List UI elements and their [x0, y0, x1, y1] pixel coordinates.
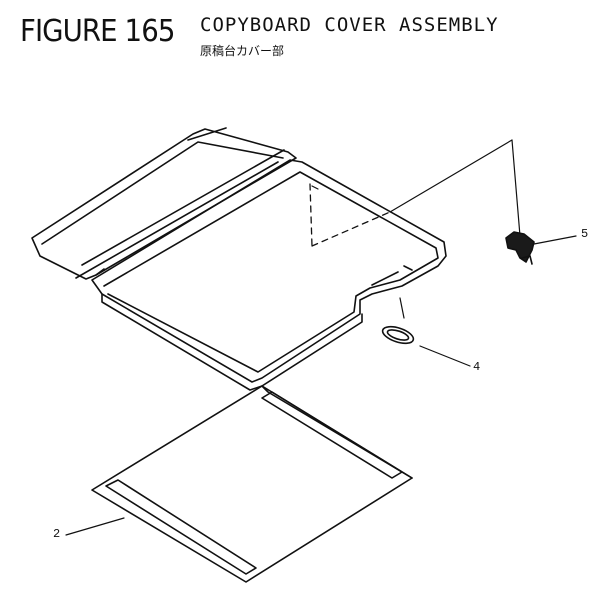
part-5-hinge-clip [505, 231, 535, 265]
part-2-sheet [91, 385, 413, 583]
leader-line-part-2 [65, 517, 125, 536]
callout-4: 4 [473, 360, 481, 374]
cover-main-panel [91, 159, 447, 391]
dashed-marker [311, 185, 319, 190]
part-4-pad [381, 325, 415, 345]
cover-hinge-bar [31, 127, 297, 280]
figure-title: COPYBOARD COVER ASSEMBLY [200, 14, 499, 36]
leader-lines-part-5 [389, 139, 577, 245]
callout-5: 5 [581, 227, 589, 241]
figure-subtitle-japanese: 原稿台カバー部 [200, 44, 285, 58]
figure-number: FIGURE 165 [20, 14, 175, 49]
dashed-outline [309, 183, 391, 247]
callout-2: 2 [53, 527, 61, 541]
leader-lines-part-4 [399, 297, 471, 367]
